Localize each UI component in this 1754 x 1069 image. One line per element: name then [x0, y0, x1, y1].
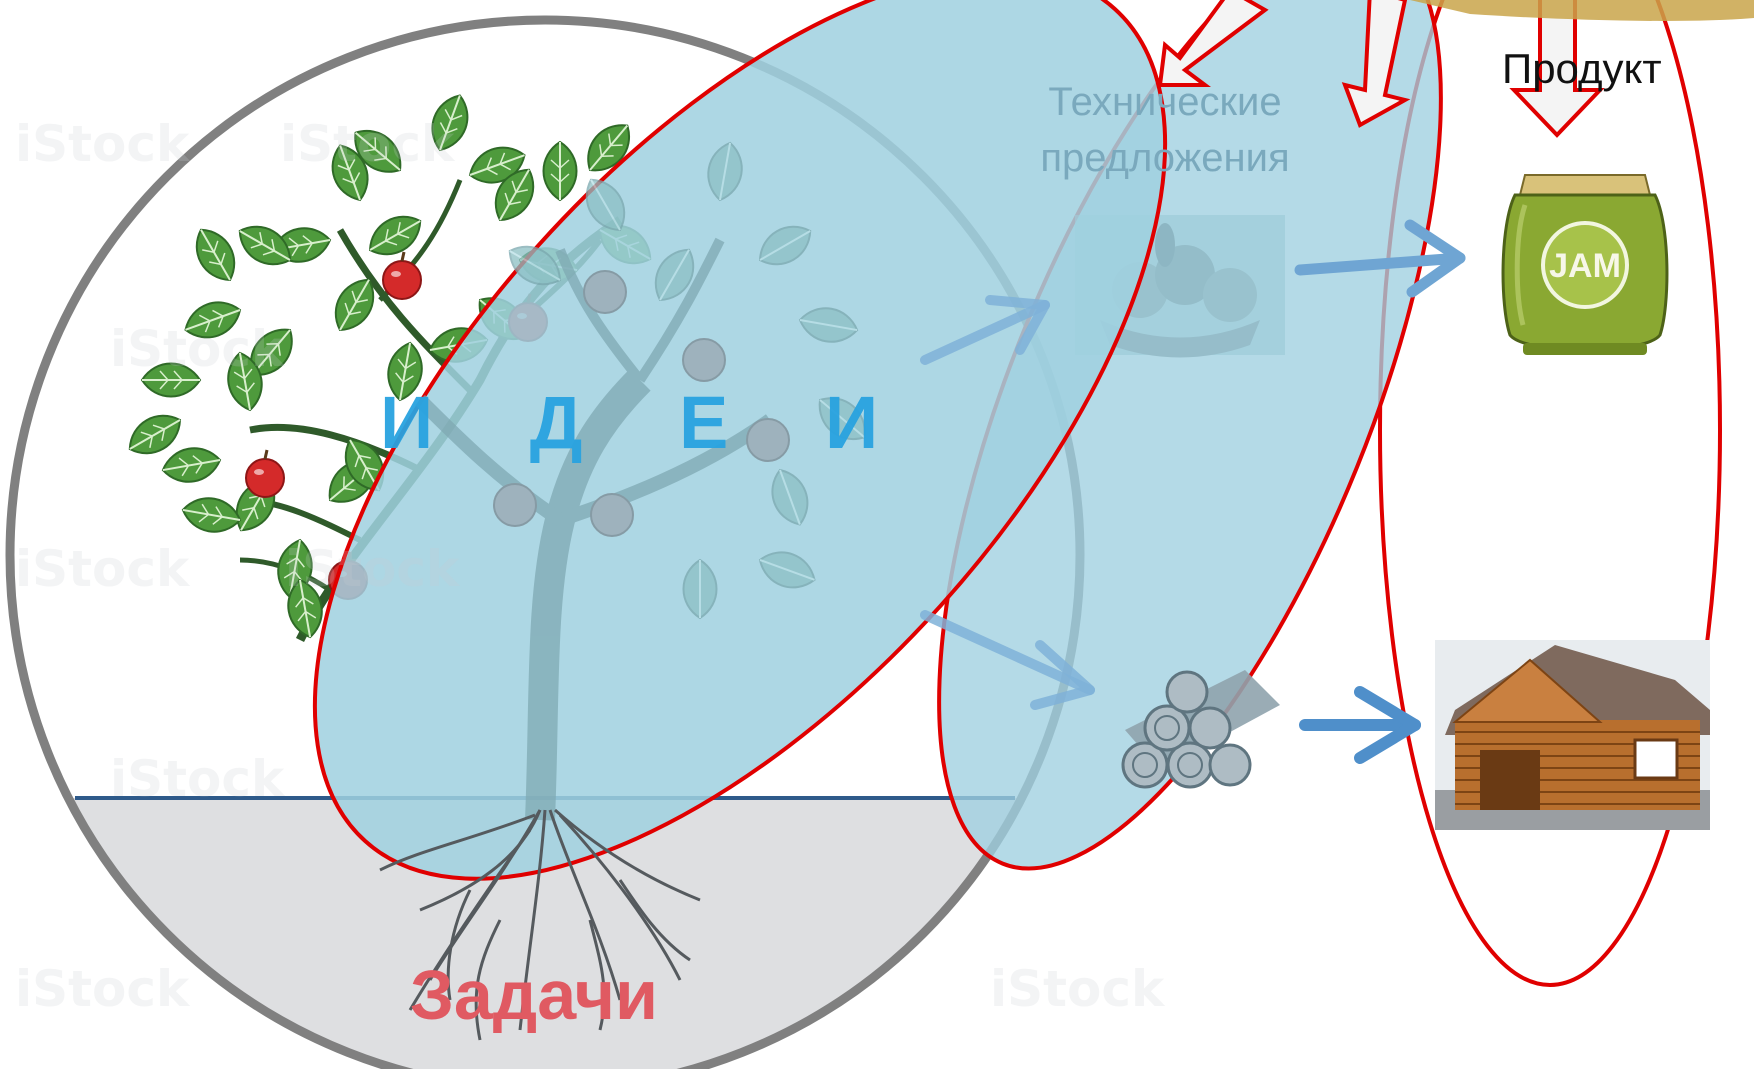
jam-jar-image: JAM — [1503, 175, 1667, 355]
jam-label-text: JAM — [1549, 247, 1621, 285]
watermark: iStock — [990, 960, 1164, 1018]
watermark: iStock — [110, 320, 284, 378]
tech-proposals-label: Технические предложения — [1010, 74, 1320, 186]
watermark: iStock — [15, 115, 189, 173]
watermark: iStock — [285, 540, 459, 598]
log-house-image — [1435, 640, 1710, 830]
tasks-label: Задачи — [410, 955, 658, 1035]
ideas-label: И Д Е И — [380, 380, 916, 465]
ground-area — [0, 798, 1754, 1069]
watermark: iStock — [110, 750, 284, 808]
canopy-strip — [1410, 0, 1754, 21]
watermark: iStock — [15, 540, 189, 598]
watermark: iStock — [15, 960, 189, 1018]
product-label: Продукт — [1502, 45, 1662, 93]
watermark: iStock — [280, 115, 454, 173]
